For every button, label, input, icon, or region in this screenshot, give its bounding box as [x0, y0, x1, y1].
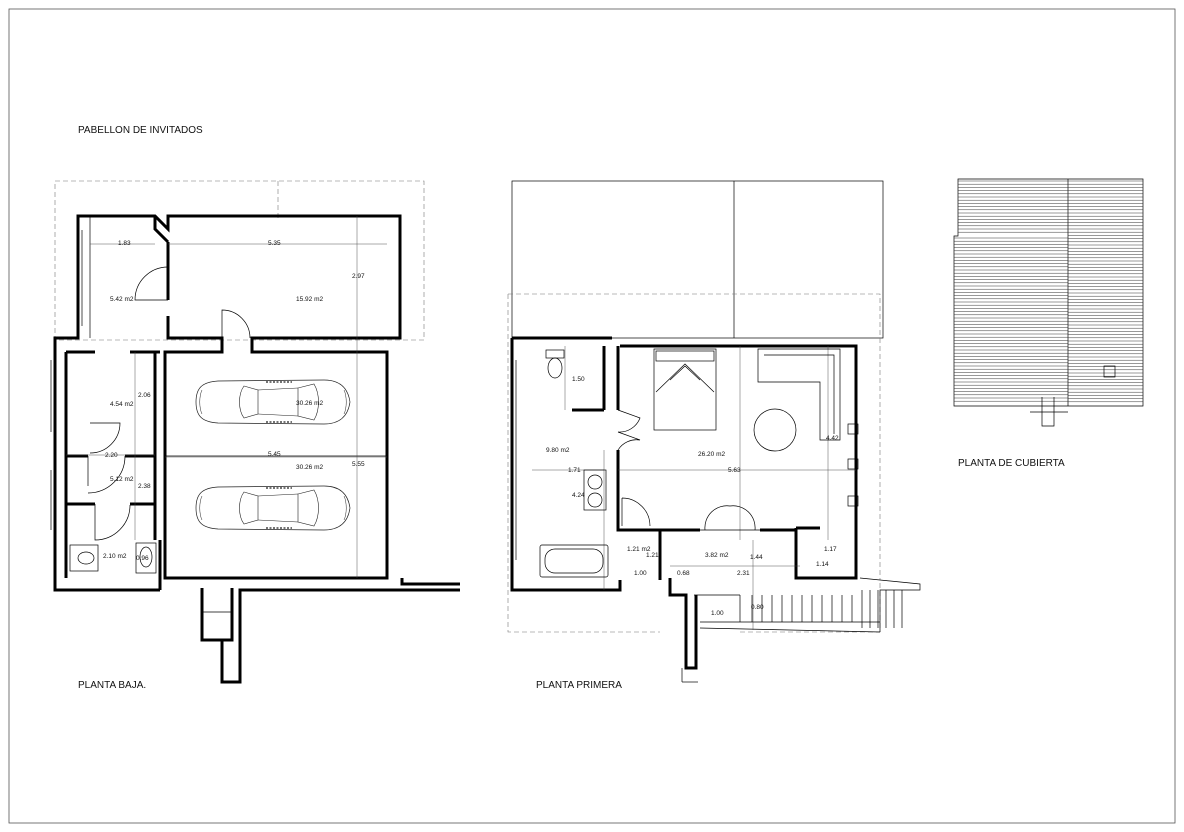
roof-hatch-right [1068, 180, 1143, 403]
ground-dim-4: 15.92 m2 [296, 296, 323, 303]
first-dim-5: 4.42 [826, 435, 839, 442]
first-dim-15: 2.31 [737, 570, 750, 577]
first-floor-label: PLANTA PRIMERA [536, 680, 622, 691]
first-dim-9: 3.82 m2 [705, 552, 729, 559]
roof-plan: PLANTA DE CUBIERTA [953, 178, 1144, 469]
ground-dim-7: 30.26 m2 [296, 400, 323, 407]
first-dim-0: 1.50 [572, 376, 585, 383]
first-dim-10: 1.44 [750, 554, 763, 561]
roof-plan-label: PLANTA DE CUBIERTA [958, 458, 1065, 469]
first-dim-8: 1.21 [646, 552, 659, 559]
ground-dim-2: 2.97 [352, 273, 365, 280]
sheet-title: PABELLON DE INVITADOS [78, 125, 203, 136]
ground-dim-9: 5.45 [268, 451, 281, 458]
ground-dim-8: 2.20 [105, 452, 118, 459]
ground-dim-11: 5.55 [352, 461, 365, 468]
first-dim-16: 1.00 [711, 610, 724, 617]
first-dim-6: 4.24 [572, 492, 585, 499]
first-dim-1: 9.80 m2 [546, 447, 570, 454]
first-dim-11: 1.17 [824, 546, 837, 553]
first-dim-12: 1.14 [816, 561, 829, 568]
ground-dim-13: 2.38 [138, 483, 151, 490]
ground-dim-12: 5.12 m2 [110, 476, 134, 483]
ground-floor-plan: 1.83 5.35 2.97 5.42 m2 15.92 m2 2.06 4.5… [50, 180, 460, 691]
ground-dim-15: 0.96 [136, 555, 149, 562]
ground-dim-14: 2.10 m2 [103, 553, 127, 560]
ground-dim-10: 30.26 m2 [296, 464, 323, 471]
first-floor-plan: 1.50 9.80 m2 1.71 26.20 m2 5.63 4.42 4.2… [507, 180, 921, 691]
ground-dim-5: 2.06 [138, 392, 151, 399]
first-dim-7: 1.21 m2 [627, 546, 651, 553]
sheet-border [8, 8, 1176, 824]
first-dim-13: 1.00 [634, 570, 647, 577]
ground-dim-6: 4.54 m2 [110, 401, 134, 408]
ground-dim-0: 1.83 [118, 240, 131, 247]
first-dim-2: 1.71 [568, 467, 581, 474]
roof-hatch-left [954, 180, 1068, 402]
first-dim-17: 0.80 [751, 604, 764, 611]
first-dim-4: 5.63 [728, 467, 741, 474]
ground-dim-1: 5.35 [268, 240, 281, 247]
ground-dim-3: 5.42 m2 [110, 296, 134, 303]
ground-floor-label: PLANTA BAJA. [78, 680, 146, 691]
first-dim-14: 0.68 [677, 570, 690, 577]
first-dim-3: 26.20 m2 [698, 451, 725, 458]
